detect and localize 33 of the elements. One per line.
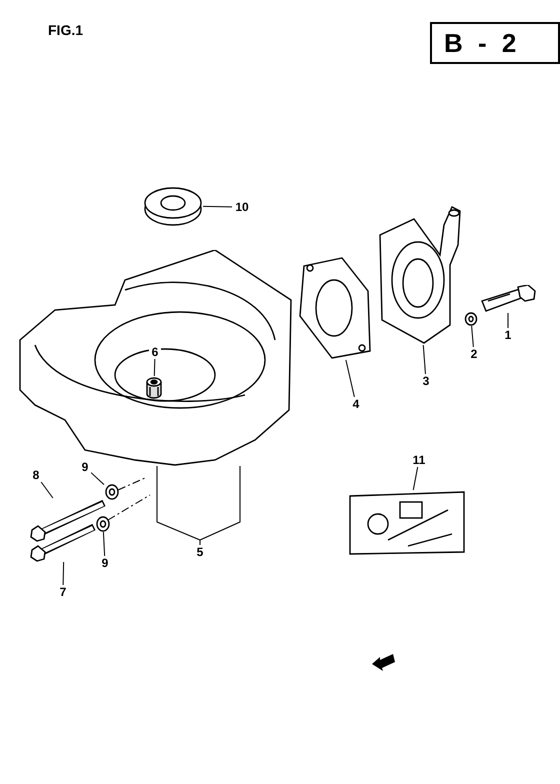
leader-line (102, 532, 106, 556)
leader-line (412, 466, 418, 490)
callout-number: 9 (79, 460, 91, 474)
pin-drawing (144, 376, 164, 400)
callout-number: 2 (468, 347, 480, 361)
leader-line (422, 344, 426, 374)
gasket-set-drawing (348, 490, 466, 556)
callout-number: 1 (502, 328, 514, 342)
leader-line (90, 472, 104, 486)
leader-line (345, 360, 355, 398)
callout-number: 5 (194, 545, 206, 559)
washer-drawing (464, 312, 478, 326)
leader-line (471, 326, 474, 348)
leader-line (202, 206, 232, 208)
leader-line (40, 482, 54, 498)
callout-number: 9 (99, 556, 111, 570)
page-code-box: B - 2 (430, 22, 560, 64)
callout-number: 8 (30, 468, 42, 482)
callout-number: 4 (350, 397, 362, 411)
callout-number: 3 (420, 374, 432, 388)
leader-line (154, 358, 156, 376)
callout-number: 6 (149, 345, 161, 359)
leader-line (62, 562, 64, 586)
washer-drawing (104, 484, 120, 500)
oil-seal-drawing (143, 185, 203, 227)
bolt-drawing (30, 522, 98, 562)
bolt-drawing (30, 498, 108, 542)
callout-number: 7 (57, 585, 69, 599)
callout-number: 11 (410, 453, 428, 467)
washer-drawing (95, 516, 111, 532)
leader-line (156, 466, 240, 546)
bolt-drawing (480, 285, 536, 313)
figure-label: FIG.1 (48, 22, 84, 38)
